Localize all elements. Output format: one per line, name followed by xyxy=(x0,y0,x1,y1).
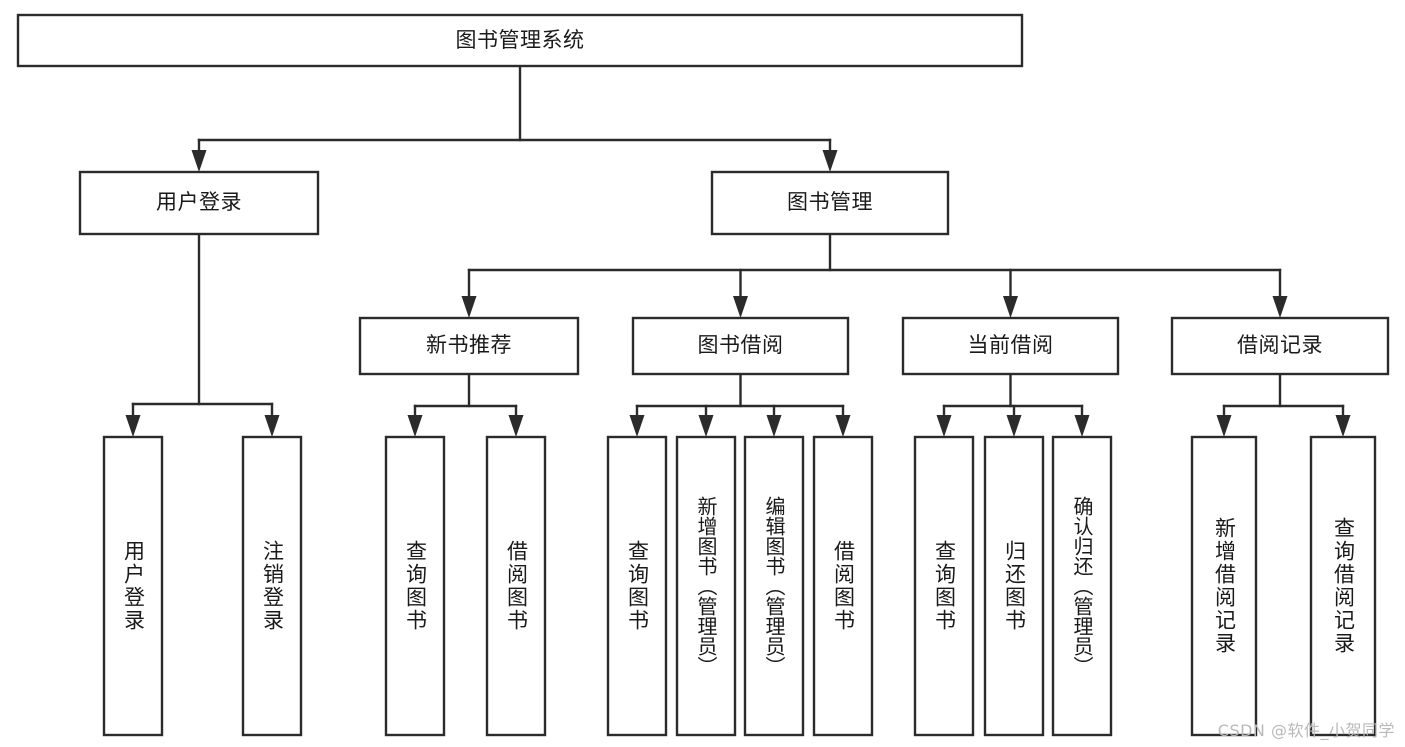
node-box-leaf-cur-3 xyxy=(1051,435,1113,737)
node-box-leaf-cur-2 xyxy=(983,435,1045,737)
node-box-leaf-bor-3 xyxy=(743,435,805,737)
node-box-leaf-bor-4 xyxy=(812,435,874,737)
node-box-records xyxy=(1170,316,1390,376)
node-box-login xyxy=(78,170,320,236)
node-box-leaf-cur-1 xyxy=(913,435,975,737)
node-box-leaf-rec-2 xyxy=(1309,435,1377,737)
node-box-leaf-new-1 xyxy=(384,435,446,737)
node-box-current xyxy=(901,316,1120,376)
node-box-bookmgmt xyxy=(710,170,950,236)
node-box-borrow xyxy=(631,316,850,376)
node-box-root xyxy=(16,13,1024,68)
node-box-leaf-rec-1 xyxy=(1190,435,1258,737)
node-box-newbook xyxy=(358,316,580,376)
node-box-leaf-bor-2 xyxy=(675,435,737,737)
node-box-leaf-login-2 xyxy=(241,435,303,737)
node-box-leaf-login-1 xyxy=(102,435,164,737)
node-box-leaf-new-2 xyxy=(485,435,547,737)
csdn-watermark: CSDN @软件_小贺同学 xyxy=(1217,721,1395,740)
node-box-leaf-bor-1 xyxy=(606,435,668,737)
